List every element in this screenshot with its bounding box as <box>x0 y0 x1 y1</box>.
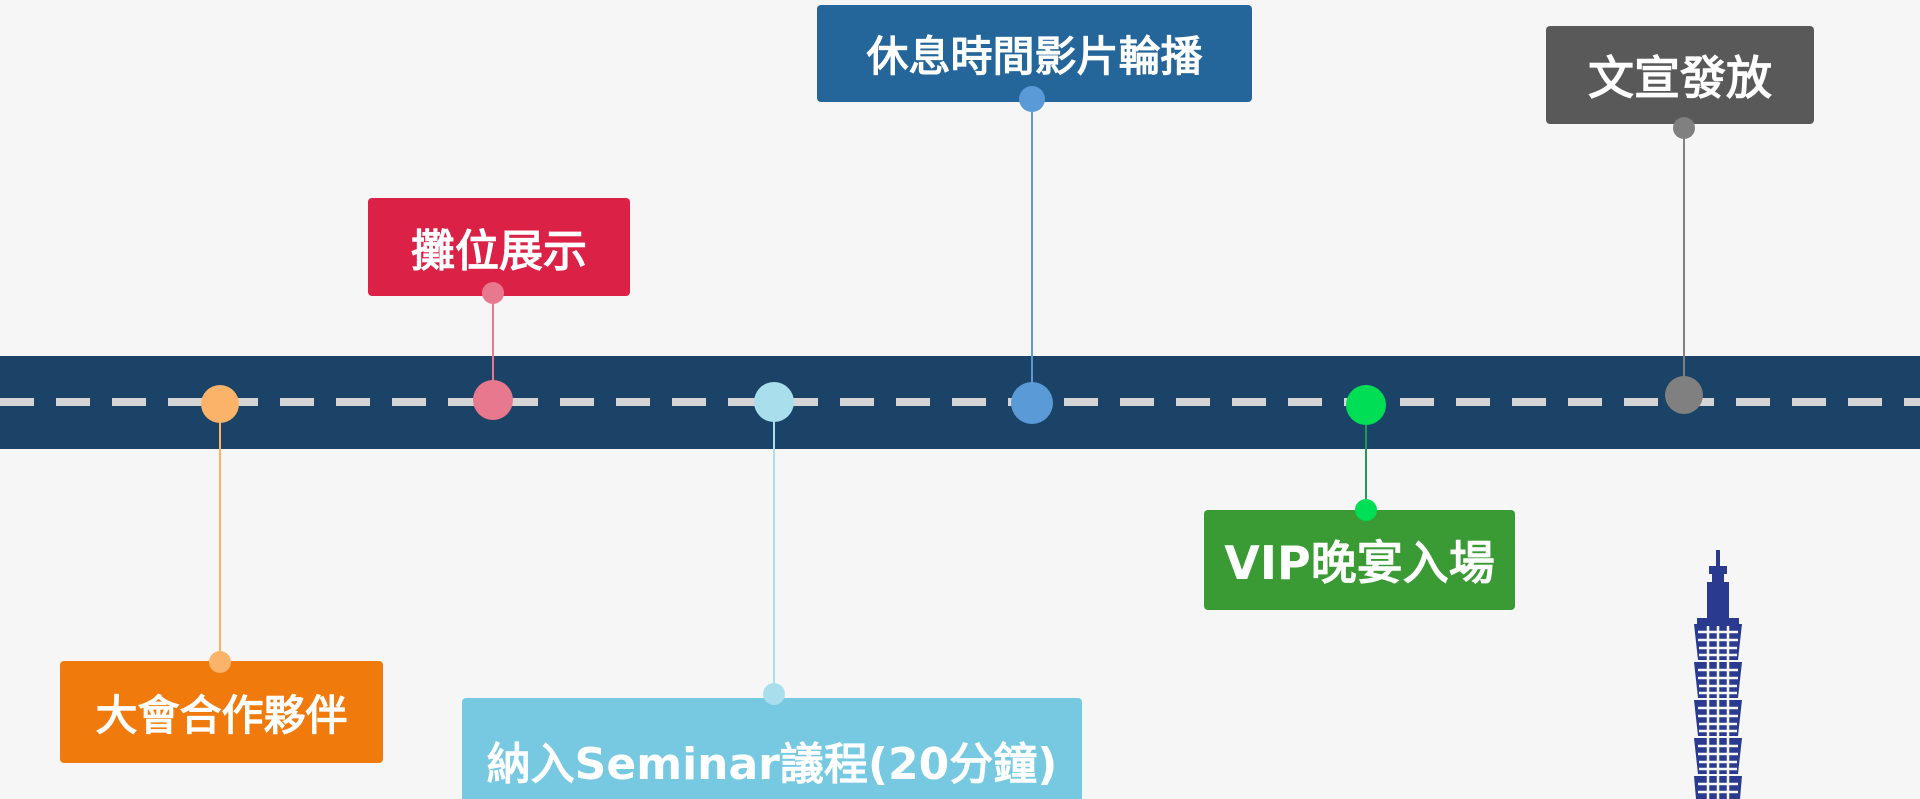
label-dot <box>763 683 785 705</box>
milestone-label-break-video: 休息時間影片輪播 <box>817 5 1252 102</box>
road-marker <box>201 385 239 423</box>
milestone-label-seminar: 納入Seminar議程(20分鐘) <box>462 698 1082 799</box>
road-marker <box>1011 382 1053 424</box>
connector-line <box>773 401 775 693</box>
connector-line <box>1031 98 1033 403</box>
road-marker <box>1665 376 1703 414</box>
connector-line <box>219 403 221 661</box>
connector-line <box>492 293 494 399</box>
connector-line <box>1365 405 1367 510</box>
connector-line <box>1683 128 1685 395</box>
taipei-101-tower-icon <box>1694 550 1742 799</box>
label-dot <box>1673 117 1695 139</box>
label-dot <box>1355 499 1377 521</box>
label-dot <box>482 282 504 304</box>
milestone-label-flyers: 文宣發放 <box>1546 26 1814 124</box>
label-dot <box>1019 86 1045 112</box>
milestone-label-booth: 攤位展示 <box>368 198 630 296</box>
milestone-label-vip-dinner: VIP晚宴入場 <box>1204 510 1515 610</box>
road-center-dashes <box>0 398 1920 406</box>
milestone-label-partner: 大會合作夥伴 <box>60 661 383 763</box>
road-marker <box>1346 385 1386 425</box>
label-dot <box>209 651 231 673</box>
road-marker <box>754 382 794 422</box>
road-marker <box>473 380 513 420</box>
